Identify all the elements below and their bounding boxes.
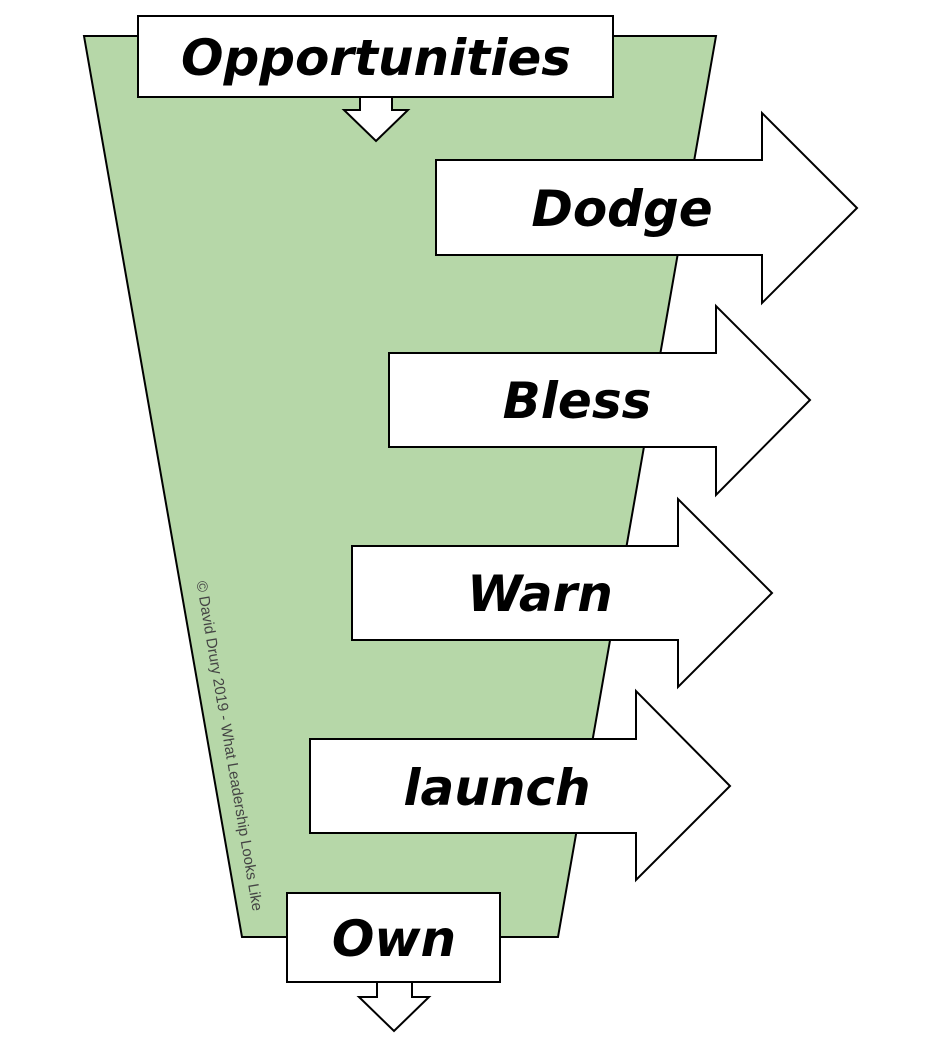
arrow-warn-label: Warn [467, 565, 613, 623]
arrow-dodge-shape [435, 110, 859, 306]
down-arrow-top [341, 96, 411, 143]
down-arrow-bottom [356, 981, 432, 1033]
arrow-warn: Warn [351, 496, 774, 690]
arrow-launch-shape [309, 688, 732, 883]
opportunities-frame [137, 15, 614, 98]
arrow-launch: launch [309, 688, 732, 883]
own-frame [286, 892, 501, 983]
arrow-warn-shape [351, 496, 774, 690]
opportunities-label: Opportunities [181, 29, 571, 87]
arrow-dodge: Dodge [435, 110, 859, 306]
opportunities-box: Opportunities [137, 15, 614, 143]
arrow-bless-label: Bless [503, 372, 652, 430]
arrow-bless: Bless [388, 303, 812, 498]
arrow-launch-label: launch [403, 759, 590, 817]
arrow-dodge-label: Dodge [531, 180, 712, 238]
own-box: Own [286, 892, 501, 1033]
arrow-bless-shape [388, 303, 812, 498]
own-label: Own [332, 910, 456, 968]
